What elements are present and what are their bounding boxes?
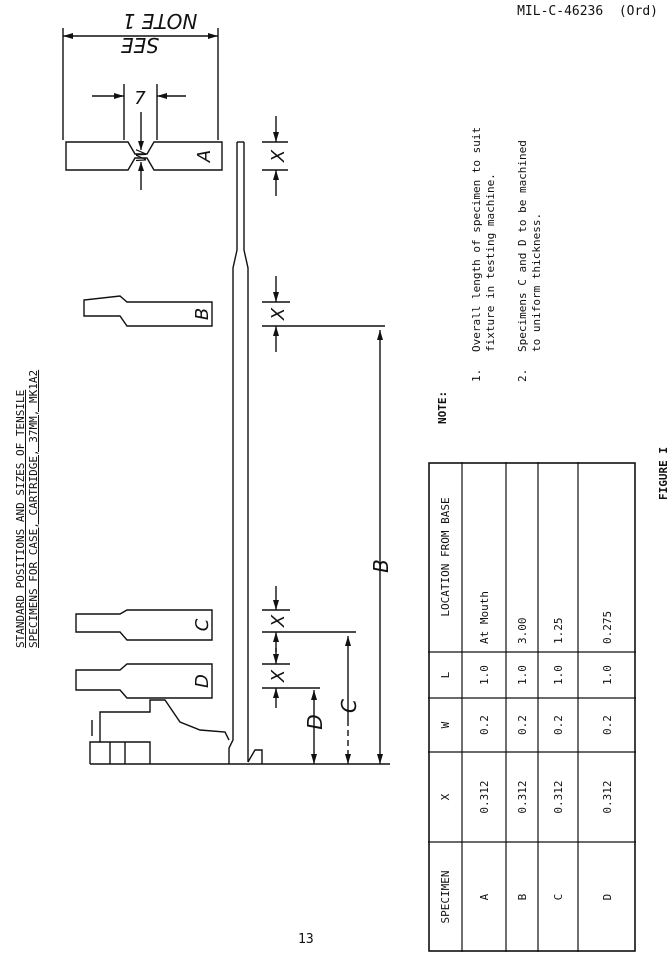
specimen-b (83, 295, 213, 327)
dim-7-label: 7 (134, 88, 146, 109)
dim-c-letter: C (337, 699, 361, 713)
see-note-line1: NOTE 1 (123, 9, 198, 33)
table-cell: 1.25 (552, 618, 565, 645)
specimen-a (65, 141, 223, 171)
table-cell: 0.2 (478, 715, 491, 735)
case-base (89, 699, 230, 764)
table-cell: 0.312 (601, 780, 614, 813)
note-2-line-1: Specimens C and D to be machined (516, 140, 529, 352)
page-number: 13 (298, 932, 314, 947)
table-cell: 0.312 (552, 780, 565, 813)
table-cell: 1.0 (601, 665, 614, 685)
table-cell: 0.2 (601, 715, 614, 735)
case-wall (228, 142, 238, 764)
table-cell: C (552, 894, 565, 901)
table-cell: 0.312 (516, 780, 529, 813)
table-header-cell: LOCATION FROM BASE (439, 497, 452, 616)
case-wall-inner (243, 142, 249, 762)
note-2-number: 2. (516, 368, 529, 382)
table-cell: 0.312 (478, 780, 491, 813)
table-header-cell: W (439, 721, 452, 728)
note-label: NOTE: (436, 390, 449, 424)
table-header-cell: X (439, 793, 452, 800)
specimen-a-letter: A (194, 150, 215, 163)
dim-w-label: W (135, 148, 150, 162)
specimen-c-letter: C (192, 618, 213, 631)
dim-x-label-d: X (268, 669, 289, 683)
table-cell: 0.275 (601, 611, 614, 644)
table-cell: 0.2 (552, 715, 565, 735)
table-cell: B (516, 893, 529, 900)
table-cell: 0.2 (516, 715, 529, 735)
table-cell: D (601, 894, 614, 901)
note-1-line-1: Overall length of specimen to suit (470, 126, 483, 352)
dim-b-letter: B (369, 559, 393, 573)
table-cell: 1.0 (516, 665, 529, 685)
specimen-b-letter: B (192, 308, 213, 320)
table-cell: 1.0 (478, 665, 491, 685)
table-header-cell: L (439, 671, 452, 678)
note-1-line-2: fixture in testing machine. (484, 173, 497, 352)
table-header-cell: SPECIMEN (439, 871, 452, 924)
table-cell: At Mouth (478, 591, 491, 644)
see-note-line2: SEE (121, 33, 159, 57)
dim-d-letter: D (303, 714, 327, 729)
document-number: MIL-C-46236 (Ord) (517, 4, 658, 19)
dim-x-label-b: X (268, 307, 289, 321)
specimen-d (75, 663, 213, 699)
doc-number-text: MIL-C-46236 (517, 4, 604, 19)
table-cell: 3.00 (516, 618, 529, 645)
figure-caption: FIGURE I (657, 447, 670, 500)
specimen-d-letter: D (192, 674, 213, 688)
dim-x-label-c: X (268, 614, 289, 628)
dim-x-label-a: X (268, 149, 289, 163)
note-1-number: 1. (470, 368, 483, 382)
table-cell: A (478, 893, 491, 900)
specimen-table: SPECIMEN X W L LOCATION FROM BASE A 0.312 0.2 1.… (428, 462, 636, 952)
table-cell: 1.0 (552, 665, 565, 685)
note-2-line-2: to uniform thickness. (530, 212, 543, 352)
doc-suffix-text: (Ord) (618, 4, 658, 19)
specimen-c (75, 609, 213, 641)
